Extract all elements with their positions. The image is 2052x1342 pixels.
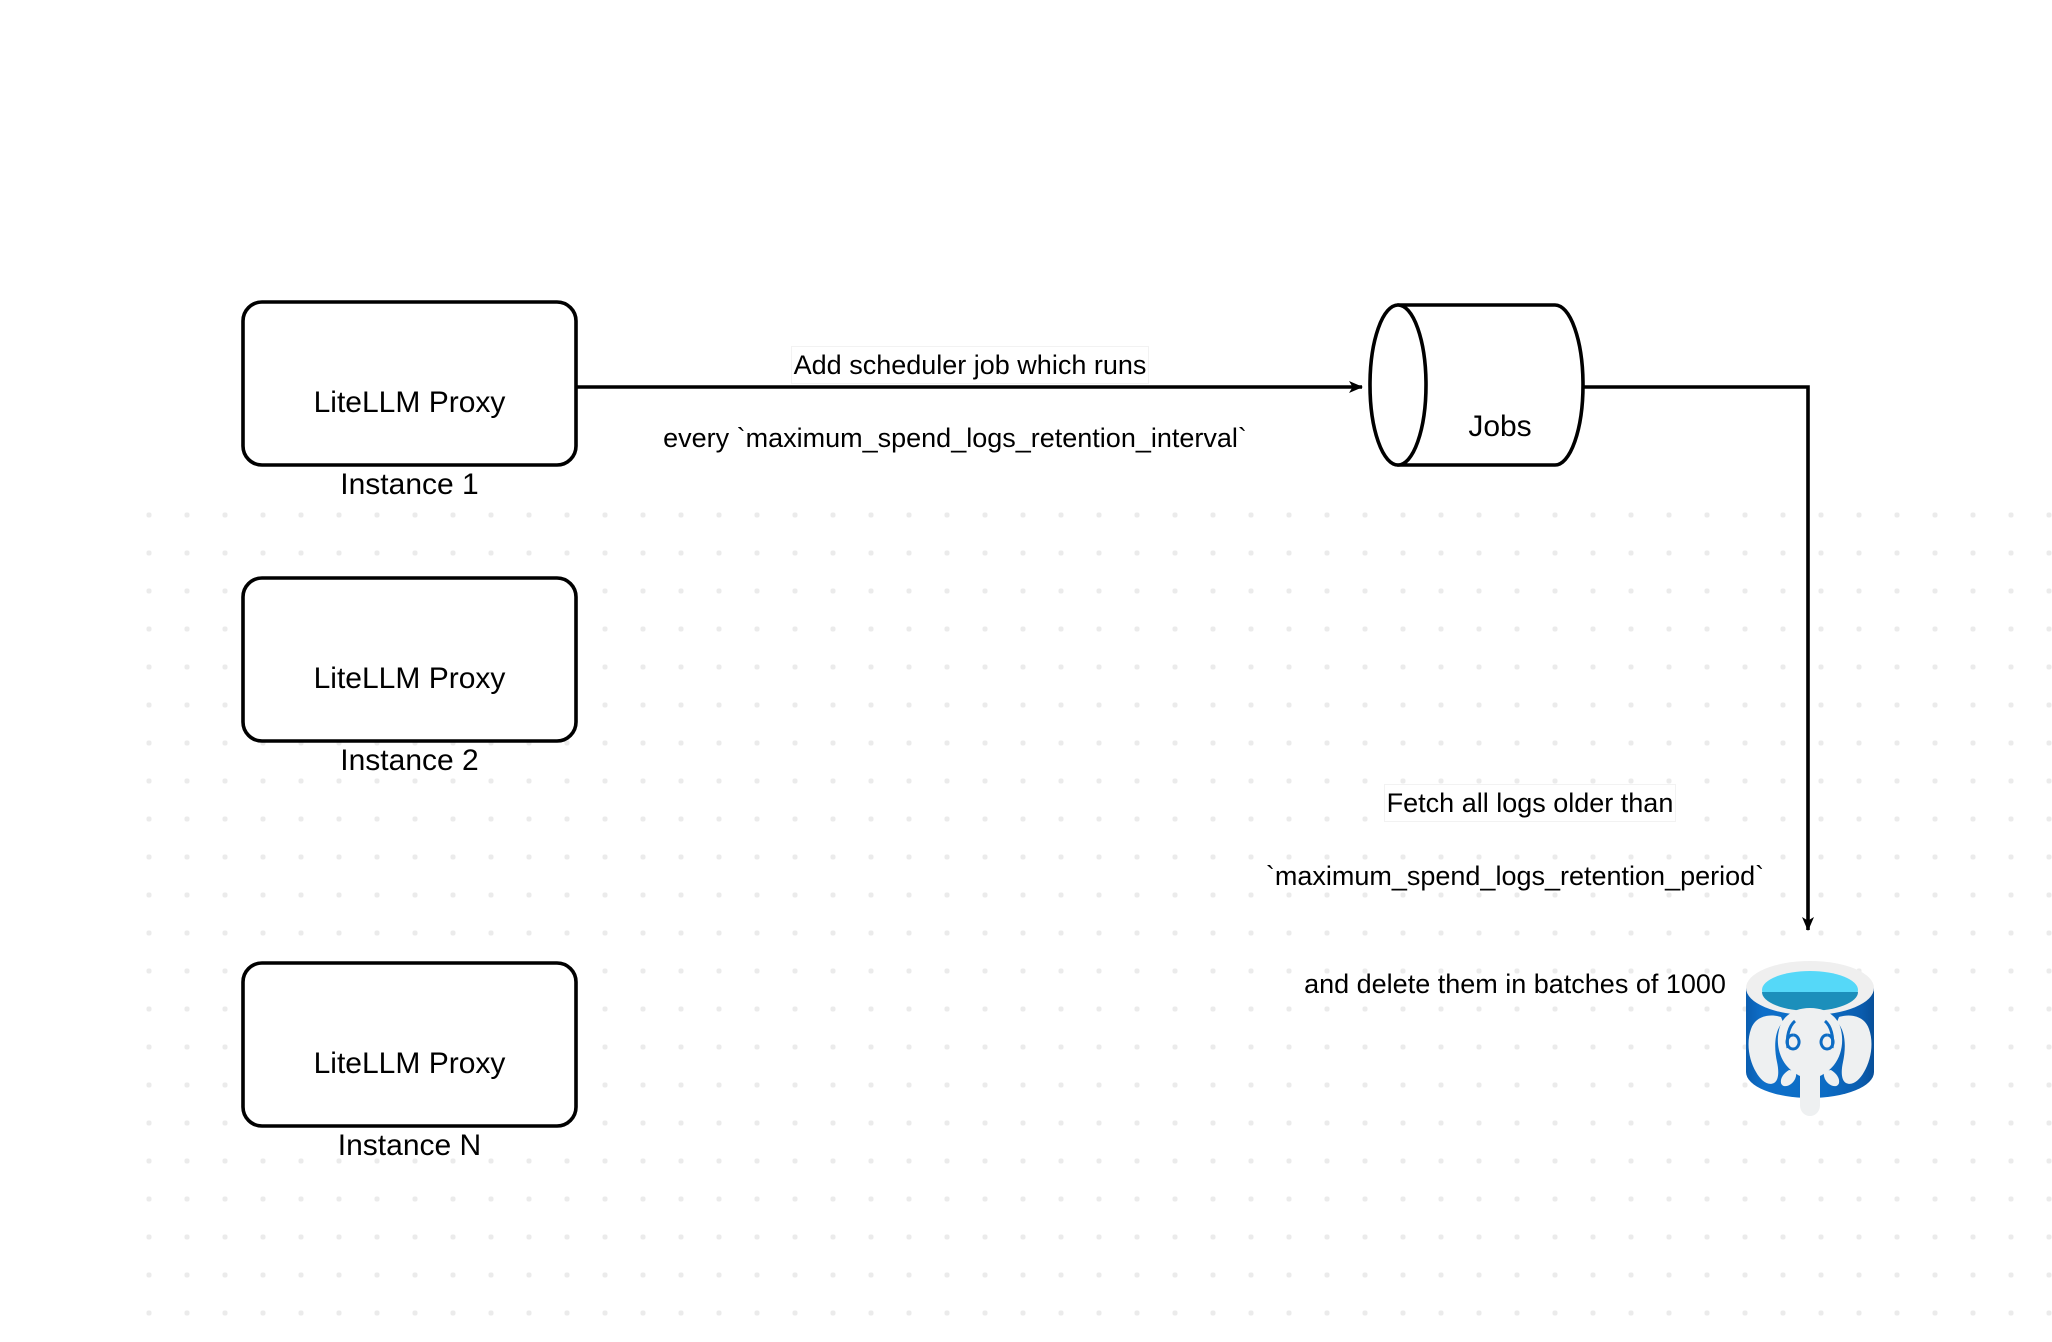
edge-jobs-to-postgres-label: Fetch all logs older than `maximum_spend…	[1235, 748, 1795, 1074]
node-proxy-1-shape[interactable]	[241, 300, 578, 467]
node-proxy-2-shape[interactable]	[241, 576, 578, 743]
node-proxy-2-label-line2: Instance 2	[340, 744, 479, 777]
edge-proxy1-to-jobs-label-line1: Add scheduler job which runs	[790, 346, 1150, 384]
node-proxy-2-label-line1: LiteLLM Proxy	[313, 662, 506, 695]
edge-proxy1-to-jobs-label-line2: every `maximum_spend_logs_retention_inte…	[663, 423, 1247, 453]
node-proxy-n-shape[interactable]	[241, 961, 578, 1128]
node-proxy-n-label-line1: LiteLLM Proxy	[313, 1047, 506, 1080]
edge-jobs-to-postgres-label-line1: Fetch all logs older than	[1383, 784, 1677, 822]
node-proxy-1-label: LiteLLM Proxy Instance 1	[243, 341, 576, 505]
node-proxy-n-label-line2: Instance N	[337, 1129, 482, 1162]
node-jobs-label-text: Jobs	[1468, 410, 1532, 443]
node-jobs-label: Jobs	[1440, 365, 1560, 447]
node-proxy-1-label-line1: LiteLLM Proxy	[313, 386, 506, 419]
edge-jobs-to-postgres	[1583, 385, 1814, 931]
edge-jobs-to-postgres-label-line3: and delete them in batches of 1000	[1304, 969, 1726, 999]
edge-proxy1-to-jobs-label: Add scheduler job which runs every `maxi…	[560, 310, 1350, 528]
postgres-database-icon[interactable]	[1746, 961, 1874, 1116]
node-proxy-2-label: LiteLLM Proxy Instance 2	[243, 617, 576, 781]
node-proxy-1-label-line2: Instance 1	[340, 468, 479, 501]
node-jobs-shape[interactable]	[1368, 303, 1585, 467]
edge-jobs-to-postgres-label-line2: `maximum_spend_logs_retention_period`	[1265, 861, 1765, 891]
node-proxy-n-label: LiteLLM Proxy Instance N	[243, 1002, 576, 1166]
